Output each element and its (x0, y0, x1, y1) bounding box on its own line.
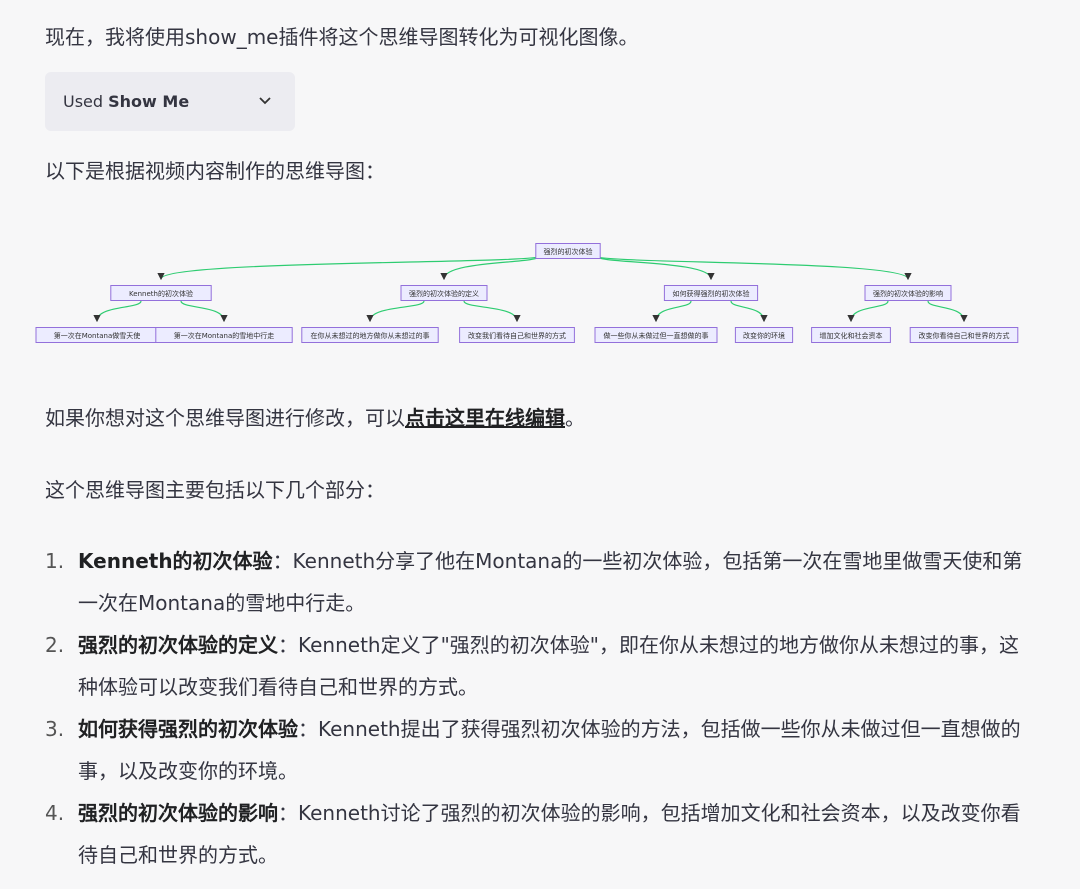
item-number: 4. (45, 801, 65, 825)
edit-after: 。 (565, 406, 585, 430)
plugin-label: Used Show Me (63, 92, 189, 111)
mind-map-leaf-node: 做一些你从未做过但一直想做的事 (604, 331, 709, 340)
mind-map-branch-node: 强烈的初次体验的定义 (409, 289, 479, 298)
mind-map-leaf-node-box (909, 327, 1019, 343)
mind-map-branch-node-box (864, 285, 952, 301)
mind-map-leaf-node: 在你从未想过的地方做你从未想过的事 (311, 331, 430, 340)
mind-map-leaf-node-box (301, 327, 439, 343)
mind-map-leaf-node: 第一次在Montana的雪地中行走 (174, 331, 275, 340)
mind-map-leaf-node: 改变你的环境 (743, 331, 785, 340)
mind-map-leaf-node-box (811, 327, 891, 343)
mind-map-leaf-node-box (734, 327, 794, 343)
item-title: 强烈的初次体验的影响 (78, 801, 278, 825)
mind-map-leaf-node-box (594, 327, 718, 343)
mind-map-leaf-node: 增加文化和社会资本 (820, 331, 883, 340)
item-title: Kenneth的初次体验 (78, 549, 273, 573)
edit-text: 如果你想对这个思维导图进行修改，可以点击这里在线编辑。 (45, 397, 585, 439)
summary-list: 1. Kenneth的初次体验：Kenneth分享了他在Montana的一些初次体… (45, 540, 1035, 876)
mind-map-branch-node: Kenneth的初次体验 (129, 289, 193, 298)
list-item: 4. 强烈的初次体验的影响：Kenneth讨论了强烈的初次体验的影响，包括增加文化… (45, 792, 1035, 876)
list-item: 1. Kenneth的初次体验：Kenneth分享了他在Montana的一些初次体… (45, 540, 1035, 624)
mind-map-edge (93, 300, 142, 323)
mind-map-leaf-node: 第一次在Montana做雪天使 (54, 331, 141, 340)
item-text: ：Kenneth讨论了强烈的初次体验的影响，包括增加文化和社会资本，以及改变你看… (78, 801, 1021, 867)
mind-map-edge (652, 300, 692, 323)
plugin-name: Show Me (108, 92, 190, 111)
mind-map-root-node-box (535, 243, 601, 259)
edit-online-link[interactable]: 点击这里在线编辑 (405, 406, 565, 430)
mind-map-branch-node-box (663, 285, 759, 301)
mind-map-branch-node: 强烈的初次体验的影响 (873, 289, 943, 298)
list-item: 3. 如何获得强烈的初次体验：Kenneth提出了获得强烈初次体验的方法，包括做一… (45, 708, 1035, 792)
mind-map-branch-node-box (110, 285, 212, 301)
mind-map-edge (927, 300, 968, 323)
item-number: 2. (45, 633, 65, 657)
mind-map-root-node: 强烈的初次体验 (544, 247, 593, 256)
intro-text: 现在，我将使用show_me插件将这个思维导图转化为可视化图像。 (45, 25, 639, 49)
item-text: ：Kenneth分享了他在Montana的一些初次体验，包括第一次在雪地里做雪天… (78, 549, 1023, 615)
mind-map-leaf-node-box (155, 327, 293, 343)
mind-map-edge (730, 300, 768, 323)
mind-map-leaf-node: 改变你看待自己和世界的方式 (919, 331, 1010, 340)
summary-intro: 这个思维导图主要包括以下几个部分： (45, 478, 385, 502)
mind-map-edge (595, 255, 715, 281)
list-item: 2. 强烈的初次体验的定义：Kenneth定义了"强烈的初次体验"，即在你从未想过… (45, 624, 1035, 708)
chevron-down-icon (259, 97, 271, 105)
item-number: 3. (45, 717, 65, 741)
used-plugin-toggle[interactable]: Used Show Me (45, 72, 295, 131)
mind-map-edge (595, 255, 912, 281)
item-title: 如何获得强烈的初次体验 (78, 717, 298, 741)
map-intro-text: 以下是根据视频内容制作的思维导图： (45, 159, 385, 183)
mind-map-leaf-node: 改变我们看待自己和世界的方式 (468, 331, 566, 340)
item-number: 1. (45, 549, 65, 573)
mind-map-edge (463, 300, 521, 323)
mind-map-edge (157, 255, 541, 281)
mind-map-branch-node: 如何获得强烈的初次体验 (673, 289, 750, 298)
item-text: ：Kenneth定义了"强烈的初次体验"，即在你从未想过的地方做你从未想过的事，… (78, 633, 1019, 699)
plugin-prefix: Used (63, 92, 109, 111)
mind-map-leaf-node-box (459, 327, 575, 343)
mind-map-edge (847, 300, 889, 323)
item-text: ：Kenneth提出了获得强烈初次体验的方法，包括做一些你从未做过但一直想做的事… (78, 717, 1021, 783)
edit-before: 如果你想对这个思维导图进行修改，可以 (45, 406, 405, 430)
mind-map-edge (366, 300, 425, 323)
mind-map-branch-node-box (400, 285, 488, 301)
item-title: 强烈的初次体验的定义 (78, 633, 278, 657)
mind-map-edge (180, 300, 228, 323)
